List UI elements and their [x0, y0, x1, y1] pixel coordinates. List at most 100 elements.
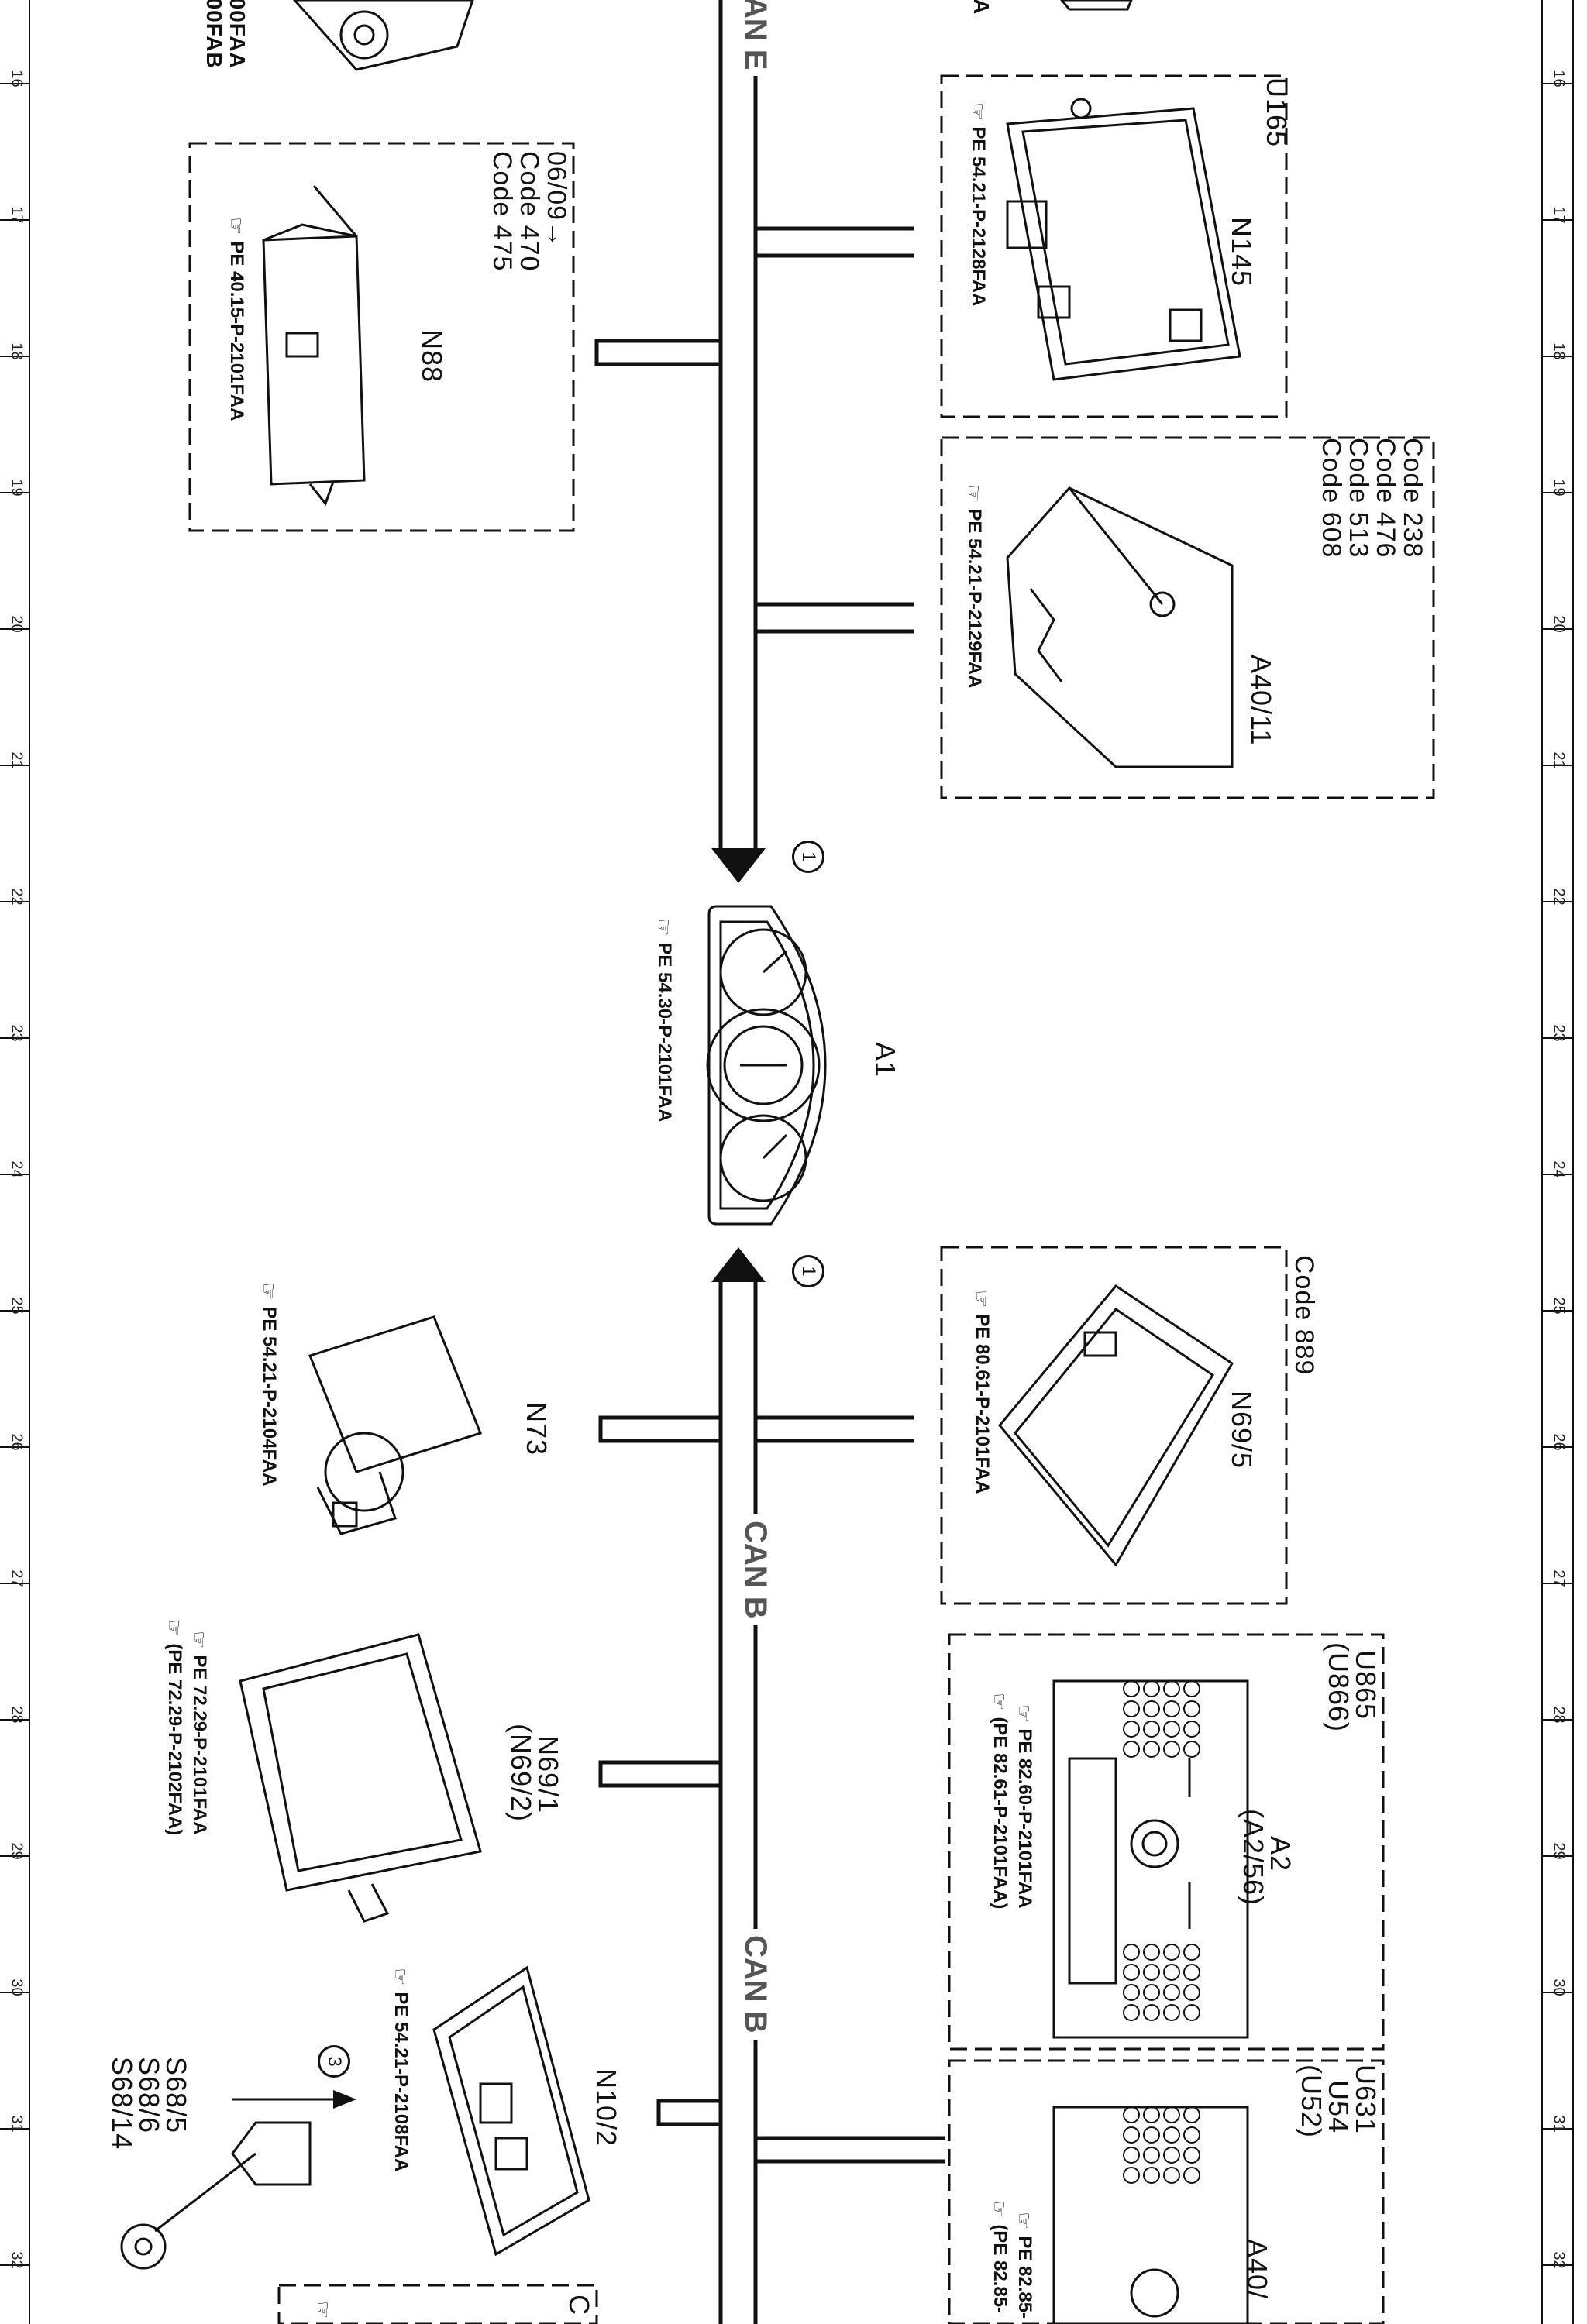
grid-cell-number: 27	[8, 1569, 26, 1587]
radio-button-dot	[1183, 2126, 1200, 2144]
radio-button-dot	[1183, 2167, 1200, 2184]
grid-cell-number: 29	[1550, 1842, 1568, 1860]
hand-pointer-icon: ☞	[312, 2301, 335, 2319]
radio-button-dot	[1143, 1721, 1160, 1738]
radio-button-dot	[1163, 1984, 1180, 2001]
grid-cell-number: 27	[1550, 1569, 1568, 1587]
radio-button-dot	[1123, 1680, 1140, 1697]
hand-pointer-icon: ☞	[988, 2200, 1011, 2219]
s68-label-3: S68/14	[106, 2057, 138, 2150]
hand-pointer-icon: ☞	[225, 217, 248, 235]
radio-button-dot	[1123, 1964, 1140, 1981]
hand-pointer-icon: ☞	[257, 1282, 281, 1301]
grid-ticks	[0, 83, 1573, 2266]
radio-button-dot	[1163, 1741, 1180, 1758]
can-e-bus-lines	[594, 0, 914, 852]
grid-cell-number: 18	[1550, 342, 1568, 360]
a2-label: A2	[1265, 1836, 1296, 1872]
radio-button-dot	[1123, 1741, 1140, 1758]
radio-button-dot	[1163, 2167, 1180, 2184]
n10-2-label: N10/2	[590, 2068, 622, 2147]
a40-11-code-2: Code 476	[1371, 438, 1400, 559]
n88-code-3: Code 475	[487, 151, 517, 272]
grid-cell-number: 23	[8, 1024, 26, 1042]
grid-cell-number: 25	[1550, 1297, 1568, 1315]
radio-button-dot	[1183, 1700, 1200, 1717]
grid-cell-number: 25	[8, 1297, 26, 1315]
s68-label-2: S68/6	[133, 2057, 165, 2134]
top-partial-ref-1: 000FAA	[225, 0, 250, 69]
n10-2-pictogram	[432, 1965, 590, 2257]
grid-cell-number: 28	[1550, 1706, 1568, 1724]
grid-frame	[29, 0, 1574, 2324]
hand-pointer-icon: ☞	[188, 1631, 211, 1649]
arrow-to-a1-top	[711, 848, 766, 883]
grid-cell-number: 29	[8, 1842, 26, 1860]
radio-button-dot	[1143, 1964, 1160, 1981]
grid-cell-number: 18	[8, 342, 26, 360]
top-partial-pictogram-right	[1060, 0, 1133, 11]
grid-cell-number: 17	[1550, 206, 1568, 224]
n69-5-label: N69/5	[1226, 1391, 1258, 1470]
grid-cell-number: 30	[1550, 1978, 1568, 1996]
can-b-bus-lines	[598, 1278, 945, 2324]
hand-pointer-icon: ☞	[970, 1290, 993, 1308]
callout-1-bottom: 1	[792, 1255, 824, 1287]
grid-cell-number: 20	[8, 615, 26, 633]
callout-3: 3	[318, 2045, 350, 2078]
hand-pointer-icon: ☞	[163, 1619, 186, 1638]
radio-button-dot	[1183, 2004, 1200, 2021]
can-b-label-upper: CAN B	[738, 1514, 773, 1625]
n10-2-ref: ☞ PE 54.21-P-2108FAA	[389, 1968, 412, 2172]
hand-pointer-icon: ☞	[962, 484, 986, 503]
grid-cell-number: 20	[1550, 615, 1568, 633]
radio-button-dot	[1183, 1964, 1200, 1981]
radio-button-dot	[1183, 2147, 1200, 2164]
n145-pictogram	[1006, 98, 1241, 381]
a40-11-label: A40/11	[1245, 655, 1277, 746]
grid-cell-number: 21	[1550, 751, 1568, 769]
radio-button-dot	[1123, 1721, 1140, 1738]
radio-button-dot	[1143, 2004, 1160, 2021]
a40-11-code-4: Code 608	[1317, 438, 1346, 559]
n69-5-pictogram	[998, 1284, 1234, 1567]
hand-pointer-icon: ☞	[966, 102, 990, 121]
a40-partial-variant-1: U631	[1350, 2064, 1382, 2135]
n69-1-label-alt: (N69/2)	[505, 1724, 537, 1823]
grid-cell-number: 22	[8, 888, 26, 906]
a1-ref: ☞ PE 54.30-P-2101FAA	[652, 918, 676, 1122]
radio-button-dot	[1183, 1721, 1200, 1738]
radio-button-dot	[1163, 1721, 1180, 1738]
grid-cell-number: 26	[8, 1433, 26, 1451]
grid-cell-number: 26	[1550, 1433, 1568, 1451]
n73-label: N73	[521, 1402, 553, 1456]
radio-button-dot	[1123, 1984, 1140, 2001]
grid-cell-number: 21	[8, 751, 26, 769]
radio-button-dot	[1183, 1944, 1200, 1961]
radio-button-dot	[1163, 1964, 1180, 1981]
hand-pointer-icon: ☞	[988, 1693, 1011, 1711]
radio-button-dot	[1143, 1680, 1160, 1697]
grid-cell-number: 16	[1550, 70, 1568, 88]
radio-button-dot	[1183, 2106, 1200, 2123]
s68-switch-pictogram	[120, 2121, 312, 2270]
radio-button-dot	[1163, 2106, 1180, 2123]
radio-button-dot	[1183, 1680, 1200, 1697]
grid-cell-number: 24	[8, 1160, 26, 1178]
n69-5-ref: ☞ PE 80.61-P-2101FAA	[970, 1290, 993, 1494]
arrow-callout-3	[232, 2090, 356, 2109]
n145-variant: U165	[1261, 77, 1293, 148]
arrow-to-a1-bottom	[711, 1247, 766, 1282]
a2-label-alt: (A2/56)	[1238, 1809, 1269, 1906]
grid-cell-number: 31	[1550, 2115, 1568, 2133]
a40-partial-ref-2: ☞ (PE 82.85-	[988, 2200, 1011, 2314]
n69-1-pictogram	[239, 1633, 482, 1923]
radio-button-dot	[1143, 2126, 1160, 2144]
hand-pointer-icon: ☞	[389, 1968, 412, 1986]
grid-cell-number: 19	[8, 479, 26, 497]
grid-cell-number: 23	[1550, 1024, 1568, 1042]
top-partial-pictogram-left	[292, 0, 474, 71]
top-partial-ref-2: 000FAB	[202, 0, 226, 69]
n73-ref: ☞ PE 54.21-P-2104FAA	[257, 1282, 281, 1487]
